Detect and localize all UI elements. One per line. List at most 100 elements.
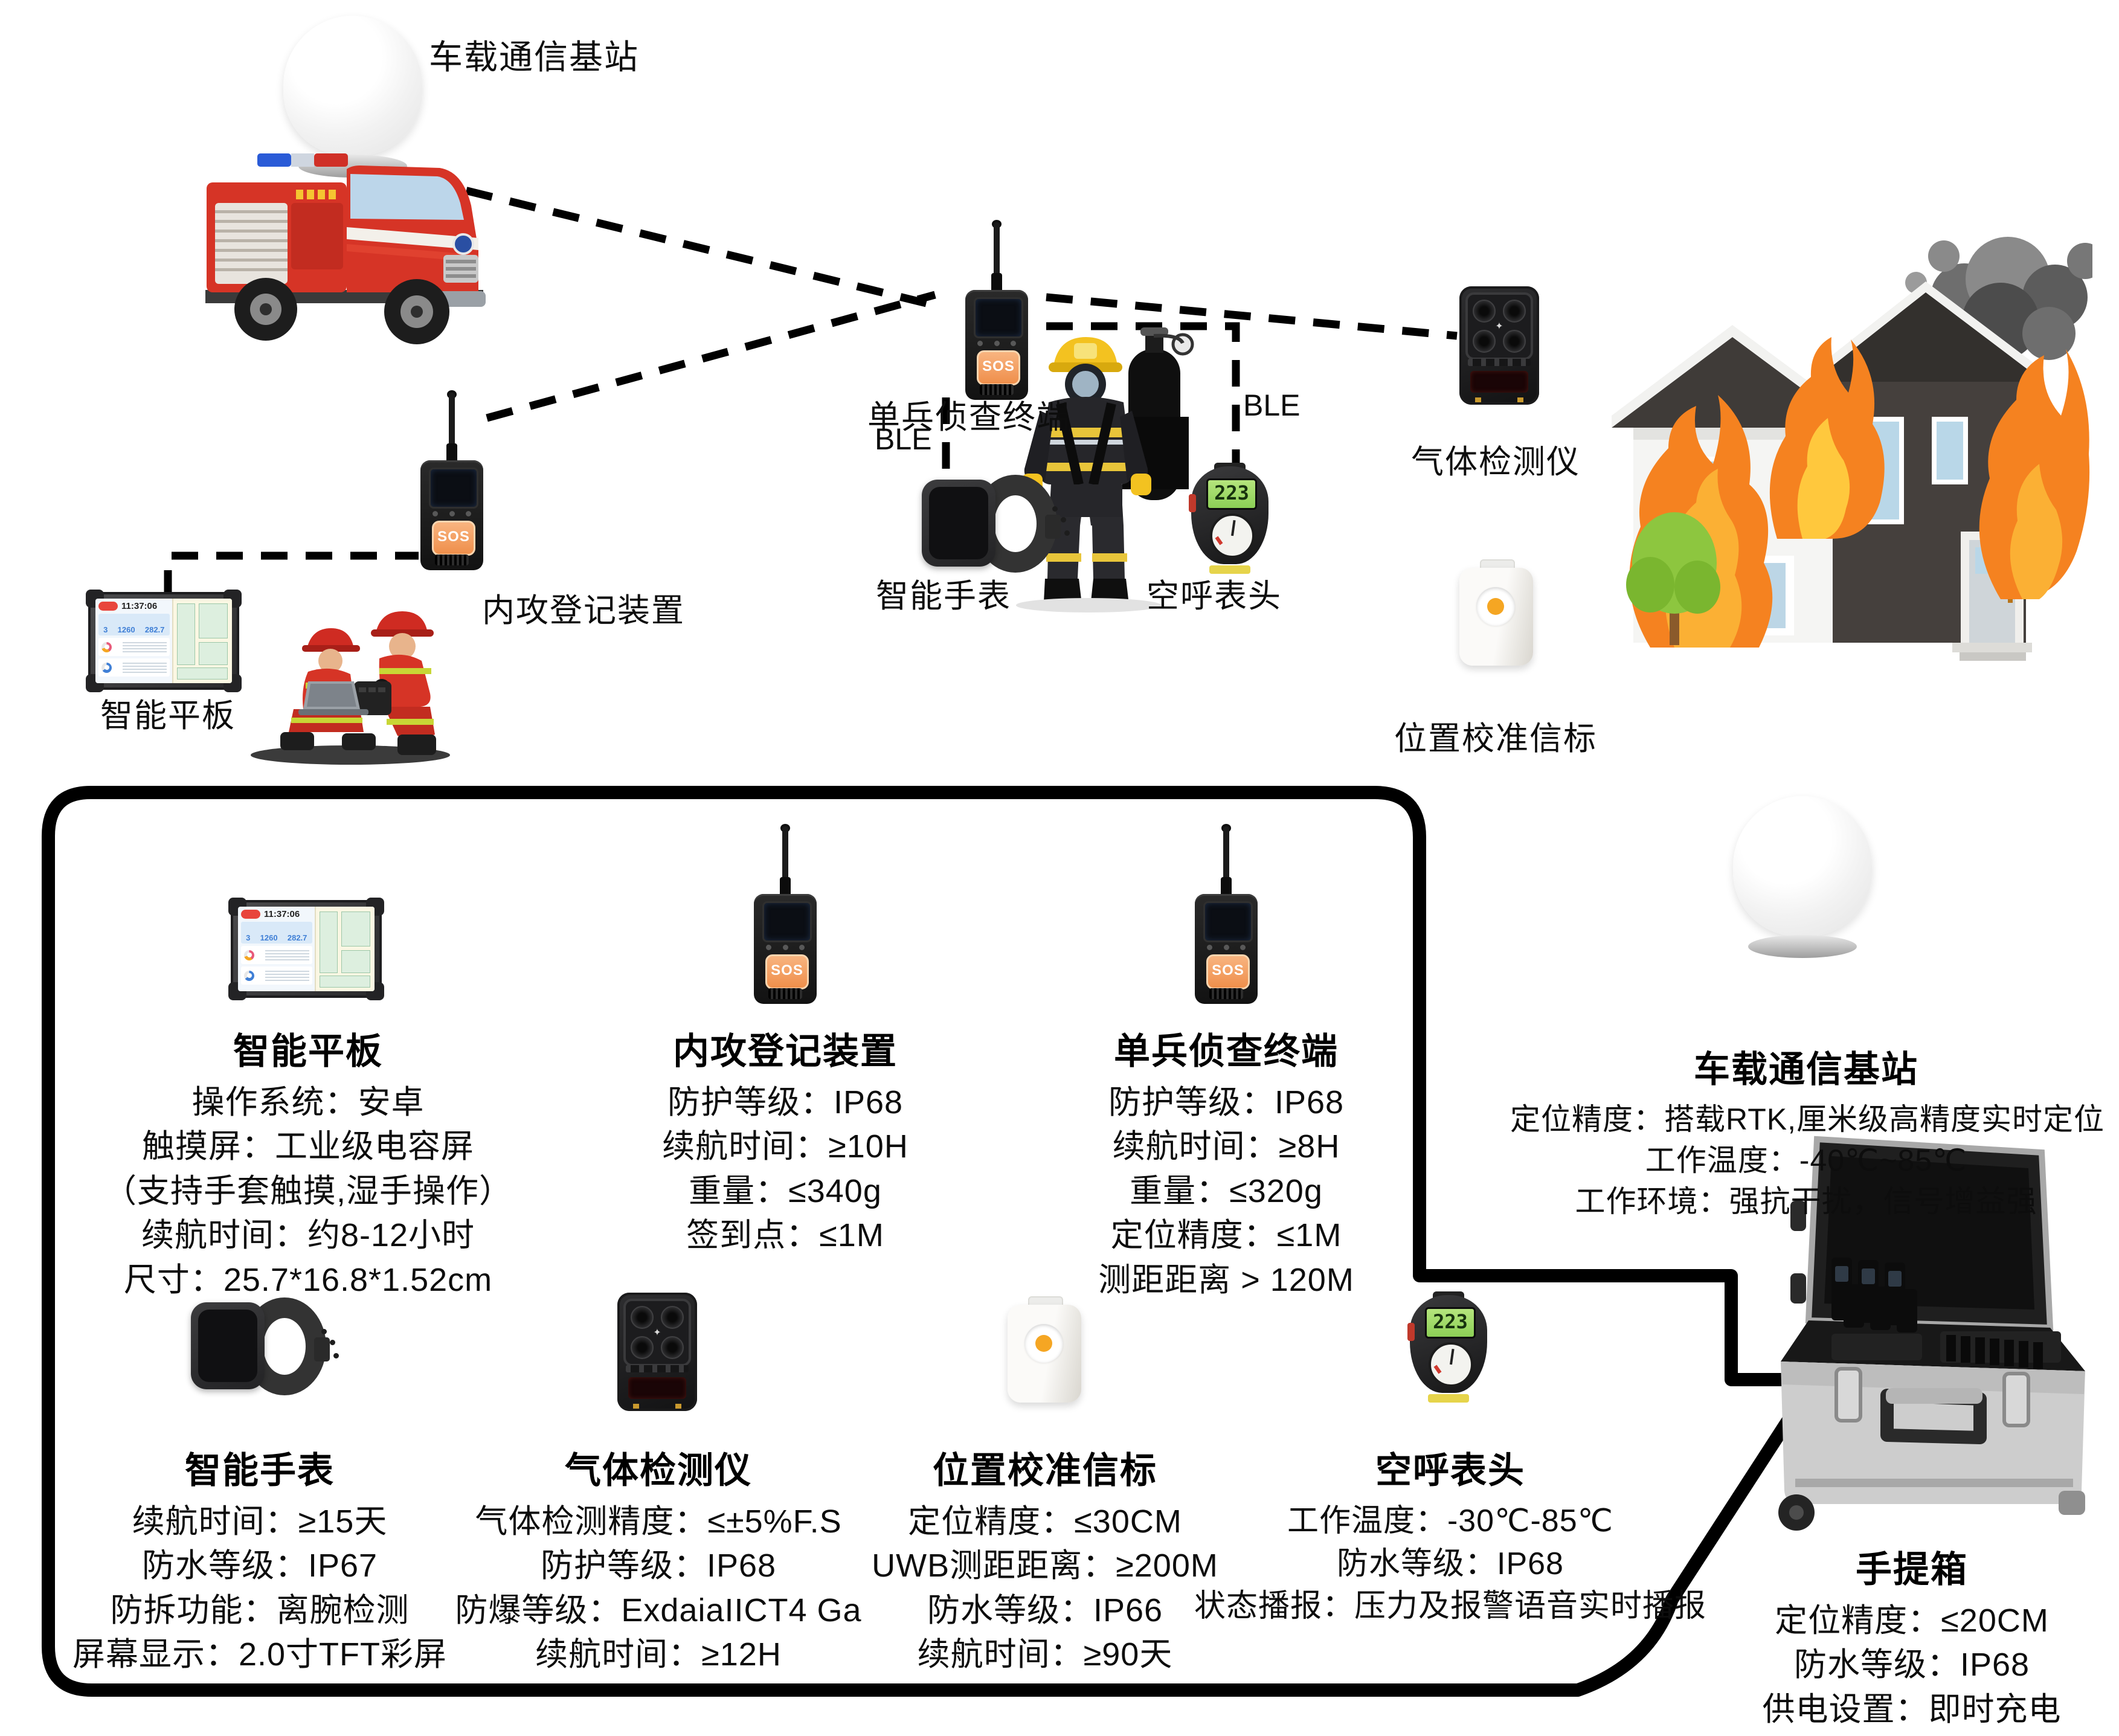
- spec-card-title: 单兵侦查终端: [1114, 1031, 1339, 1072]
- spec-line: 状态播报：压力及报警语音实时播报: [1194, 1589, 1706, 1624]
- label-tablet: 智能平板: [100, 698, 236, 734]
- label-scba-gauge: 空呼表头: [1146, 578, 1282, 614]
- spec-line: 防护等级：IP68: [1108, 1084, 1345, 1120]
- spec-card-title: 内攻登记装置: [673, 1031, 898, 1072]
- spec-card-tablet: 智能平板 操作系统：安卓触摸屏：工业级电容屏（支持手套触摸,湿手操作）续航时间：…: [66, 1022, 550, 1302]
- radio-screen: [429, 468, 478, 509]
- spec-card-lines: 气体检测精度：≤±5%F.S 防护等级：IP68 防爆等级：ExdaiaIICT4 …: [423, 1500, 894, 1677]
- spec-card-gas-detector: 气体检测仪 气体检测精度：≤±5%F.S 防护等级：IP68 防爆等级：Exdaia…: [423, 1441, 894, 1677]
- firefighter-duo-illustration: [251, 611, 450, 765]
- smoke-cloud: [1905, 237, 2092, 360]
- dome-antenna-icon: [1731, 796, 1874, 960]
- label-soldier-terminal: 单兵侦查终端: [867, 399, 1070, 436]
- label-beacon: 位置校准信标: [1394, 721, 1597, 757]
- spec-line: 防拆功能：离腕检测: [110, 1592, 410, 1628]
- spec-line: 气体检测精度：≤±5%F.S: [475, 1503, 842, 1540]
- scba-gauge-icon: 223: [1189, 463, 1269, 575]
- dome-antenna-icon: [281, 16, 424, 180]
- antenna-rod: [449, 393, 455, 448]
- spec-line: 签到点：≤1M: [686, 1217, 884, 1254]
- spec-card-title: 手提箱: [1856, 1549, 1968, 1590]
- uwb-beacon-icon: [1008, 1296, 1081, 1407]
- smart-watch-icon: [922, 474, 1070, 577]
- ble-label-left: BLE: [875, 422, 932, 456]
- tablet-time: 11:37:06: [121, 601, 158, 611]
- soldier-terminal-radio-icon: SOS: [960, 220, 1033, 401]
- watch-face: [922, 480, 995, 567]
- tablet-floorplan: [172, 599, 232, 683]
- radio-body: SOS: [420, 460, 483, 570]
- speaker-grille-icon: [435, 555, 469, 565]
- spec-card-soldier-terminal: 单兵侦查终端 防护等级：IP68 续航时间：≥8H 重量：≤320g 定位精度：≤1M…: [997, 1022, 1456, 1302]
- spec-line: 续航时间：≥10H: [662, 1128, 908, 1165]
- uwb-beacon-icon: [1459, 559, 1533, 670]
- spec-line: 定位精度：≤1M: [1110, 1217, 1342, 1254]
- spec-card-smart-watch: 智能手表 续航时间：≥15天防水等级：IP67 防拆功能：离腕检测屏幕显示：2.0…: [36, 1441, 483, 1677]
- firefighter-scba-illustration: [1016, 327, 1194, 612]
- link-tablet-to-inner-attack: [164, 551, 419, 597]
- spec-card-title: 气体检测仪: [565, 1450, 752, 1491]
- spec-line: 防护等级：IP68: [540, 1548, 777, 1584]
- spec-card-base-station: 车载通信基站 定位精度：搭载RTK,厘米级高精度实时定位工作温度：-40℃~85…: [1510, 1040, 2104, 1222]
- spec-line: 防护等级：IP68: [667, 1084, 904, 1120]
- sos-button: SOS: [765, 954, 809, 989]
- spec-line: 续航时间：≥12H: [535, 1636, 782, 1673]
- fire-truck-icon: [205, 153, 486, 344]
- spec-line: 供电设置：即时充电: [1762, 1691, 2062, 1728]
- spec-line: 尺寸：25.7*16.8*1.52cm: [123, 1261, 493, 1298]
- link-soldier-terminal-to-gas-detector: [1046, 293, 1458, 340]
- soldier-terminal-radio-icon: SOS: [1190, 824, 1262, 1005]
- spec-line: 屏幕显示：2.0寸TFT彩屏: [72, 1636, 448, 1673]
- label-inner-attack: 内攻登记装置: [482, 593, 685, 629]
- spec-line: 重量：≤340g: [689, 1172, 882, 1209]
- sos-button: SOS: [432, 521, 475, 556]
- link-inner-attack-to-soldier-terminal: [486, 291, 936, 422]
- link-dome-to-soldier-terminal: [422, 176, 942, 311]
- scba-gauge-icon: 223: [1407, 1291, 1487, 1404]
- label-base-station: 车载通信基站: [429, 38, 639, 76]
- label-smart-watch: 智能手表: [876, 578, 1011, 614]
- spec-line: 防水等级：IP66: [927, 1592, 1163, 1628]
- spec-line: 重量：≤320g: [1130, 1172, 1323, 1209]
- ble-label-right: BLE: [1243, 388, 1301, 422]
- spec-card-title: 位置校准信标: [933, 1450, 1157, 1491]
- spec-card-lines: 防护等级：IP68 续航时间：≥8H 重量：≤320g 定位精度：≤1M 测距距离 > …: [997, 1081, 1456, 1302]
- inner-attack-radio-icon: SOS: [749, 824, 822, 1005]
- inner-attack-radio-icon: SOS: [416, 390, 488, 571]
- burning-house-illustration: [1612, 237, 2092, 661]
- spec-line: 防水等级：IP68: [1793, 1647, 2030, 1683]
- spec-line: UWB测距距离：≥200M: [872, 1548, 1218, 1584]
- gas-detector-icon: ✦: [617, 1293, 697, 1411]
- spec-card-lines: 续航时间：≥15天防水等级：IP67 防拆功能：离腕检测屏幕显示：2.0寸TFT彩…: [36, 1500, 483, 1677]
- beacon-led: [1487, 598, 1504, 615]
- tablet-alarm-button: [98, 602, 118, 611]
- spec-line: 续航时间：≥15天: [132, 1503, 388, 1540]
- gas-detector-icon: ✦: [1459, 286, 1539, 405]
- spec-line: 防水等级：IP67: [141, 1548, 378, 1584]
- spec-card-title: 智能手表: [185, 1450, 335, 1491]
- sos-button: SOS: [1206, 954, 1250, 989]
- label-gas-detector: 气体检测仪: [1411, 444, 1580, 480]
- gauge-lcd: 223: [1206, 478, 1257, 510]
- spec-card-title: 智能平板: [233, 1031, 383, 1072]
- spec-line: 防爆等级：ExdaiaIICT4 Ga: [455, 1592, 862, 1628]
- spec-line: 续航时间：≥8H: [1112, 1128, 1340, 1165]
- spec-line: 工作温度：-40℃~85℃: [1645, 1143, 1967, 1177]
- tree: [1626, 512, 1720, 645]
- spec-line: 工作环境：强抗干扰，信号增益强: [1575, 1185, 2037, 1218]
- spec-line: 测距距离 > 120M: [1098, 1261, 1354, 1298]
- antenna-base: [446, 443, 457, 463]
- smart-watch-icon: [191, 1296, 339, 1400]
- spec-line: 续航时间：≥90天: [917, 1636, 1173, 1673]
- spec-card-lines: 防护等级：IP68 续航时间：≥10H 重量：≤340g 签到点：≤1M: [574, 1081, 997, 1258]
